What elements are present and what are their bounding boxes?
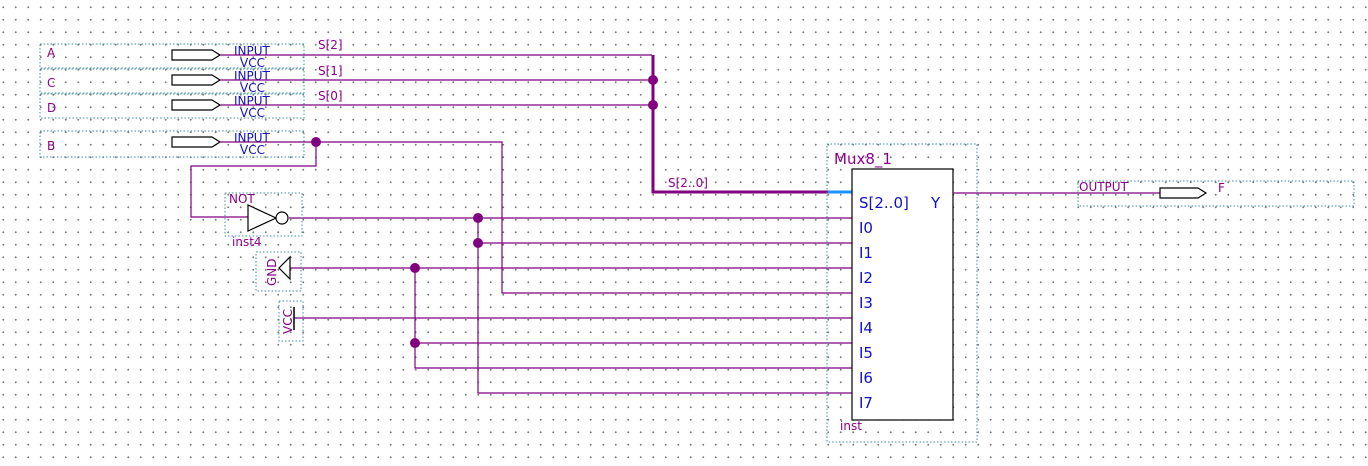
wire-s0-label: S[0] — [318, 89, 343, 103]
input-b-default: VCC — [240, 143, 265, 157]
mux-port-i3: I3 — [859, 294, 873, 312]
mux-port-i5: I5 — [859, 344, 873, 362]
input-pin-a[interactable]: A INPUT VCC — [39, 43, 305, 70]
bus-line[interactable] — [651, 55, 830, 194]
input-b-symbol — [171, 136, 222, 148]
input-a-default: VCC — [240, 56, 265, 70]
vcc-bounds — [278, 300, 304, 342]
input-a-symbol — [171, 49, 222, 61]
mux-port-i7: I7 — [859, 394, 873, 412]
wire-s2-label: S[2] — [318, 38, 343, 52]
junction-not-1 — [473, 213, 483, 223]
input-c-default: VCC — [240, 81, 265, 95]
wire-not-to-i7[interactable] — [477, 218, 852, 394]
junction-gnd-1 — [410, 263, 420, 273]
output-type: OUTPUT — [1079, 180, 1129, 194]
mux-port-y: Y — [930, 194, 941, 212]
bus-junction-s0 — [648, 100, 658, 110]
input-a-name: A — [47, 46, 56, 60]
junction-gnd-2 — [410, 338, 420, 348]
input-d-name: D — [47, 101, 56, 115]
mux-port-i6: I6 — [859, 369, 873, 387]
input-pin-d-bounds — [39, 93, 305, 119]
mux-port-i2: I2 — [859, 269, 873, 287]
wire-b-to-not[interactable] — [190, 142, 317, 218]
select-wires: S[2] S[1] S[0] — [220, 38, 652, 106]
not-gate-bounds — [224, 192, 303, 237]
not-gate-type: NOT — [229, 192, 255, 206]
not-gate-body — [247, 204, 278, 232]
bus-label: S[2..0] — [668, 176, 708, 190]
select-bus[interactable]: S[2..0] — [648, 55, 852, 194]
data-wires — [190, 137, 852, 394]
input-d-default: VCC — [240, 106, 265, 120]
mux-bounds — [826, 143, 978, 443]
output-symbol — [1159, 187, 1208, 199]
output-pin-f[interactable]: OUTPUT F — [1077, 180, 1355, 207]
gnd-symbol[interactable]: GND — [255, 251, 302, 292]
mux-port-select: S[2..0] — [859, 194, 909, 212]
bus-junction-s1 — [648, 75, 658, 85]
output-pin-bounds — [1077, 180, 1355, 207]
mux-block[interactable]: Mux8_1 S[2..0] Y I0 I1 I2 I3 I4 I5 I6 I7… — [826, 143, 978, 443]
mux-port-i4: I4 — [859, 319, 873, 337]
not-gate-instance: inst4 — [232, 235, 262, 249]
input-pin-c[interactable]: C INPUT VCC — [39, 68, 305, 95]
mux-port-i1: I1 — [859, 244, 873, 262]
vcc-symbol[interactable]: VCC — [278, 300, 304, 342]
input-d-symbol — [171, 99, 222, 111]
gnd-bounds — [255, 251, 302, 292]
wire-s1-label: S[1] — [318, 64, 343, 78]
gnd-triangle — [278, 255, 291, 281]
output-name: F — [1218, 181, 1225, 195]
input-c-name: C — [47, 76, 55, 90]
input-pin-a-bounds — [39, 43, 305, 69]
mux-title: Mux8_1 — [834, 150, 892, 169]
input-pin-c-bounds — [39, 68, 305, 94]
mux-port-i0: I0 — [859, 219, 873, 237]
wire-gnd-to-i6[interactable] — [414, 268, 852, 369]
not-gate[interactable]: NOT inst4 — [224, 192, 303, 249]
input-b-name: B — [47, 139, 55, 153]
input-c-symbol — [171, 74, 222, 86]
input-pin-b-bounds — [39, 130, 305, 158]
input-pin-b[interactable]: B INPUT VCC — [39, 130, 305, 158]
mux-body — [851, 168, 954, 421]
junction-not-2 — [473, 238, 483, 248]
not-gate-bubble — [275, 211, 289, 225]
mux-instance: inst — [840, 419, 862, 433]
vcc-label: VCC — [281, 309, 295, 334]
junction-b — [311, 137, 321, 147]
input-pin-d[interactable]: D INPUT VCC — [39, 93, 305, 120]
gnd-label: GND — [265, 258, 279, 286]
